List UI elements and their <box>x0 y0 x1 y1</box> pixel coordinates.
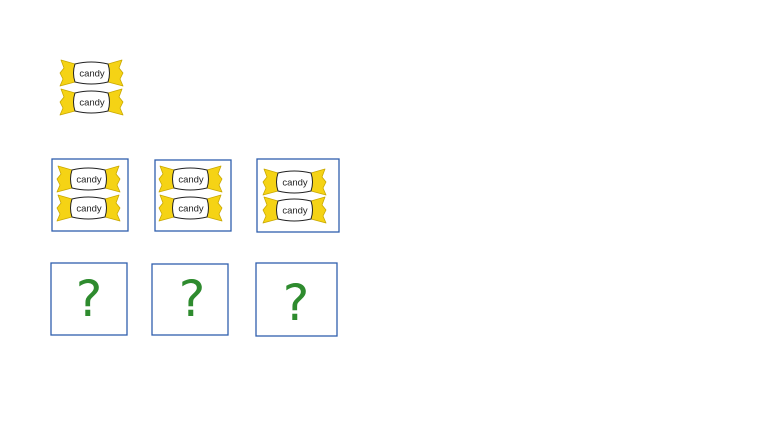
question-mark: ? <box>76 270 103 328</box>
candy-label: candy <box>178 204 204 215</box>
candy-label: candy <box>76 204 102 215</box>
wrapped-candy-icon: candy <box>262 168 327 196</box>
wrapped-candy-icon: candy <box>56 165 121 193</box>
candy-label: candy <box>76 175 102 186</box>
candy-label: candy <box>282 206 308 217</box>
question-box-2: ? <box>151 263 229 336</box>
wrapped-candy-icon: candy <box>59 59 124 87</box>
question-box-1: ? <box>50 262 128 336</box>
wrapped-candy-icon: candy <box>262 196 327 224</box>
question-box-3: ? <box>255 262 338 337</box>
candy-label: candy <box>79 98 105 109</box>
candy-label: candy <box>79 69 105 80</box>
candy-box-2: candy candy <box>154 159 232 232</box>
candy-box-1: candy candy <box>51 158 129 232</box>
candy-label: candy <box>178 175 204 186</box>
wrapped-candy-icon: candy <box>158 194 223 222</box>
wrapped-candy-icon: candy <box>158 165 223 193</box>
candy-pair-top: candy candy <box>59 59 124 116</box>
wrapped-candy-icon: candy <box>59 88 124 116</box>
wrapped-candy-icon: candy <box>56 194 121 222</box>
question-mark: ? <box>283 274 310 332</box>
question-mark: ? <box>179 270 206 328</box>
candy-label: candy <box>282 178 308 189</box>
candy-box-3: candy candy <box>256 158 340 233</box>
